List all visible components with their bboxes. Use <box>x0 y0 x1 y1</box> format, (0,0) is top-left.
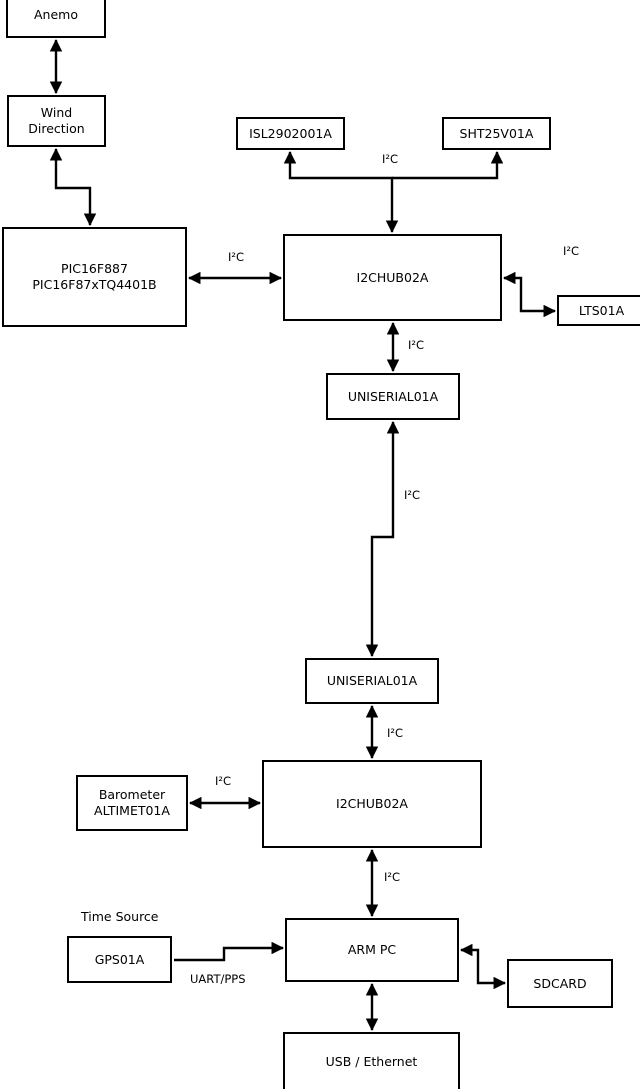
connector-uniserial1-uniserial2 <box>365 421 400 657</box>
node-uniserial01a-lower[interactable]: UNISERIAL01A <box>305 658 439 704</box>
node-isl2902001a-label: ISL2902001A <box>249 125 332 141</box>
node-anemo[interactable]: Anemo <box>6 0 106 38</box>
node-i2chub02a-top[interactable]: I2CHUB02A <box>283 234 502 321</box>
connector-hubtop-sht <box>392 151 504 180</box>
edge-label-i2c-uni-uni: I²C <box>404 488 421 502</box>
node-uniserial01a-upper[interactable]: UNISERIAL01A <box>326 373 460 420</box>
node-i2chub02a-bottom-label: I2CHUB02A <box>336 796 408 811</box>
edge-label-i2c-hub-arm: I²C <box>384 870 401 884</box>
edge-label-i2c-sensors: I²C <box>382 152 399 166</box>
node-i2chub02a-bottom[interactable]: I2CHUB02A <box>262 760 482 848</box>
edge-label-i2c-pic-hub: I²C <box>228 250 245 264</box>
connector-wind-pic <box>49 148 97 226</box>
label-time-source: Time Source <box>81 909 159 924</box>
node-usb-ethernet-label: USB / Ethernet <box>325 1054 418 1069</box>
edge-label-i2c-lts: I²C <box>563 244 580 258</box>
node-sht25v01a[interactable]: SHT25V01A <box>442 117 551 150</box>
node-sdcard-label: SDCARD <box>533 975 587 991</box>
connector-hubtop-lts <box>503 271 556 318</box>
node-gps01a-label: GPS01A <box>94 951 145 967</box>
node-sdcard[interactable]: SDCARD <box>507 959 613 1008</box>
edge-label-i2c-hub-uni1: I²C <box>408 338 425 352</box>
edge-label-i2c-uni2-hub: I²C <box>387 726 404 740</box>
connector-gps-armpc <box>174 941 284 962</box>
connector-hubtop-isl <box>283 151 399 233</box>
node-uniserial01a-lower-label: UNISERIAL01A <box>326 673 418 688</box>
node-arm-pc[interactable]: ARM PC <box>285 918 459 982</box>
node-lts01a-label: LTS01A <box>578 302 625 318</box>
node-sht25v01a-label: SHT25V01A <box>459 125 534 141</box>
edge-label-uart-pps: UART/PPS <box>190 972 246 986</box>
connector-armpc-sdcard <box>460 943 506 990</box>
node-usb-ethernet[interactable]: USB / Ethernet <box>283 1032 460 1089</box>
node-isl2902001a[interactable]: ISL2902001A <box>236 117 345 150</box>
node-lts01a[interactable]: LTS01A <box>557 295 640 326</box>
node-arm-pc-label: ARM PC <box>347 942 397 957</box>
edge-label-i2c-barometer: I²C <box>215 774 232 788</box>
node-gps01a[interactable]: GPS01A <box>67 936 172 983</box>
node-uniserial01a-upper-label: UNISERIAL01A <box>347 388 439 404</box>
node-anemo-label: Anemo <box>34 7 78 22</box>
node-i2chub02a-top-label: I2CHUB02A <box>356 269 429 285</box>
